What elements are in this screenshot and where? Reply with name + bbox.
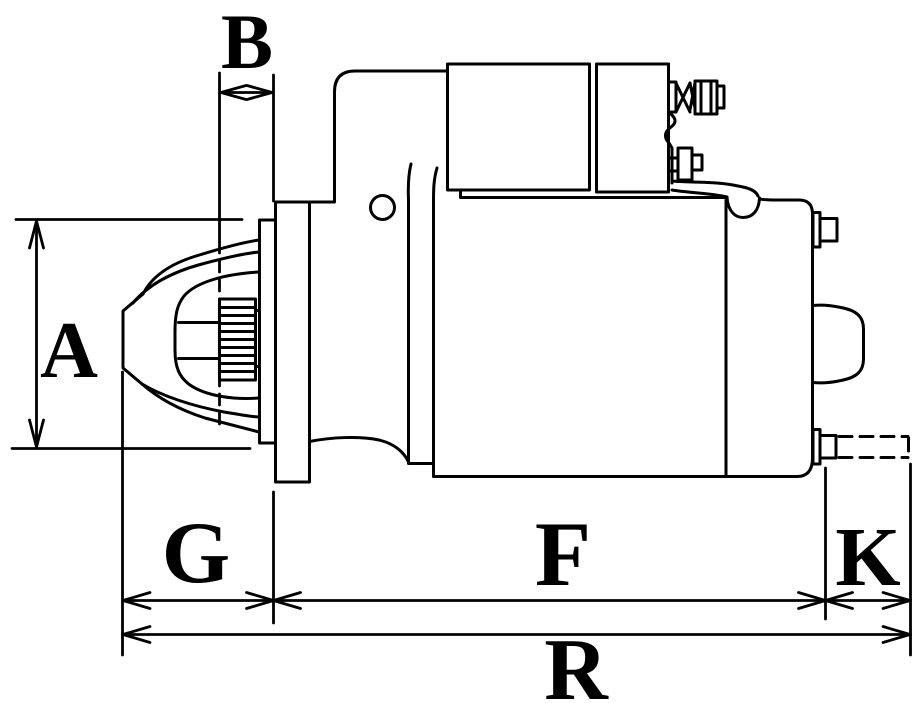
b-arrowheads [219, 84, 274, 101]
dimension-labels: B A G F K R [40, 0, 901, 703]
housing-bottom-curve [308, 435, 410, 464]
nose-opening-curve [173, 270, 261, 400]
bolt-head-top [818, 217, 839, 243]
gfk-arrowheads [121, 591, 912, 610]
housing-hole [369, 194, 396, 221]
strap-cup [725, 196, 761, 219]
dimension-label-k: K [835, 511, 900, 604]
motor-outline [121, 62, 910, 484]
dimension-label-r: R [544, 622, 609, 703]
through-bolt-bottom [811, 428, 838, 466]
stud-tip [715, 84, 726, 110]
stud-thread-icon [674, 81, 697, 114]
solenoid-rear-section [595, 62, 670, 194]
drive-end-housing [121, 238, 261, 434]
dimension-label-f: F [535, 503, 591, 605]
stud-nut [693, 79, 719, 116]
mounting-flange [274, 200, 311, 484]
dimension-label-b: B [221, 0, 273, 85]
yoke-front-edge-left [406, 162, 435, 465]
bolt-head-bottom [818, 434, 838, 460]
dimension-label-g: G [162, 505, 230, 602]
rear-bracket [758, 197, 910, 478]
nose-left-edge [121, 292, 145, 386]
dimension-label-a: A [40, 307, 98, 395]
nose-bottom-inner-curve [140, 382, 261, 419]
body-top-line [459, 188, 728, 199]
dimension-r [121, 625, 912, 644]
solenoid-right-edge-notch [664, 62, 677, 185]
stud-nut-facets [699, 79, 713, 116]
terminal-lower [667, 146, 761, 219]
pinion-collar [177, 321, 221, 360]
strap-wire-top [670, 179, 760, 198]
pinion-gear-teeth [218, 306, 257, 373]
a-arrowheads [28, 219, 45, 449]
strap-wire-bottom [670, 188, 729, 199]
motor-body [432, 188, 799, 478]
r-arrowheads [121, 625, 912, 644]
terminal-head [690, 153, 704, 172]
neck-outline [308, 69, 449, 204]
solenoid [446, 62, 677, 194]
dimensions [10, 71, 912, 657]
terminal-stubs [667, 156, 680, 173]
through-bolt-top [811, 211, 839, 249]
dimension-gfk [121, 591, 912, 610]
nose-top-inner-curve [131, 250, 261, 305]
dimension-a [10, 218, 252, 450]
yoke-front-edge-right [432, 166, 439, 478]
dimension-b [218, 71, 275, 432]
solenoid-front-section [446, 62, 591, 192]
terminal-stud-upper [667, 79, 726, 116]
nose-bottom-outer-curve [140, 382, 261, 434]
stud-bracket [667, 80, 678, 114]
hidden-shaft-dashed [837, 435, 910, 459]
bracket-outline [758, 197, 814, 478]
front-plate [258, 218, 277, 445]
intermediate-housing [308, 69, 449, 478]
brush-cover-bump [811, 303, 865, 385]
terminal-bolt [676, 146, 694, 182]
nose-top-outer-curve [141, 238, 261, 296]
